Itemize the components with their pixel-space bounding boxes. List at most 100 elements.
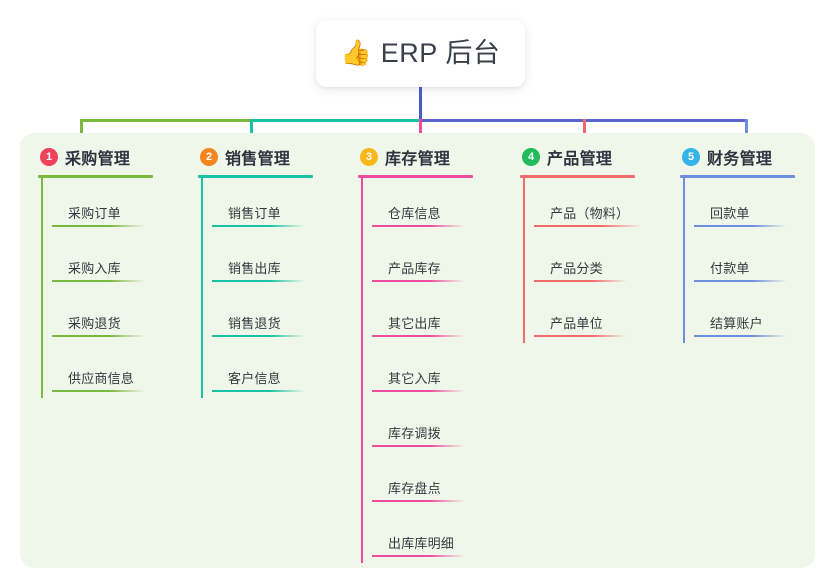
branch-item-label: 销售退货	[228, 316, 281, 331]
branch-item-rule	[372, 280, 465, 282]
root-node-card[interactable]: 👍 ERP 后台	[316, 20, 525, 87]
branch-title: 库存管理	[385, 151, 451, 168]
branch-item-rule	[694, 225, 787, 227]
branch-item-rule	[372, 390, 465, 392]
branch-item-label: 库存盘点	[388, 481, 441, 496]
branch-item[interactable]: 其它入库	[372, 343, 510, 398]
branch-item-label: 出库库明细	[388, 536, 455, 551]
branch-number-badge: 2	[200, 148, 218, 166]
branch-item-rule	[212, 280, 305, 282]
root-node-title: ERP 后台	[380, 38, 501, 68]
branch-item-rule	[372, 555, 465, 557]
branch-item[interactable]: 销售出库	[212, 233, 350, 288]
branch-item[interactable]: 仓库信息	[372, 178, 510, 233]
branch-item-label: 采购入库	[68, 261, 121, 276]
branch-item-rule	[52, 390, 145, 392]
branch-header-1[interactable]: 1 采购管理	[38, 145, 190, 169]
branch-item[interactable]: 供应商信息	[52, 343, 190, 398]
branch-item[interactable]: 其它出库	[372, 288, 510, 343]
branch-item[interactable]: 销售退货	[212, 288, 350, 343]
branch-item-rule	[372, 445, 465, 447]
branch-number-badge: 5	[682, 148, 700, 166]
branch-items: 回款单付款单结算账户	[680, 178, 832, 343]
branch-item-rule	[534, 225, 642, 227]
branch-item-rule	[212, 225, 305, 227]
branch-item-label: 销售订单	[228, 206, 281, 221]
branch-spine-line	[41, 178, 43, 398]
branch-header-5[interactable]: 5 财务管理	[680, 145, 832, 169]
branch-item[interactable]: 采购订单	[52, 178, 190, 233]
branch-item[interactable]: 结算账户	[694, 288, 832, 343]
branch-item-rule	[534, 335, 627, 337]
branch-column-5: 5 财务管理回款单付款单结算账户	[680, 145, 832, 343]
branch-title-rule	[198, 175, 313, 178]
branch-item-label: 其它入库	[388, 371, 441, 386]
branch-number-badge: 3	[360, 148, 378, 166]
branch-header-2[interactable]: 2 销售管理	[198, 145, 350, 169]
branch-item[interactable]: 回款单	[694, 178, 832, 233]
branch-title-rule	[680, 175, 795, 178]
branch-column-1: 1 采购管理采购订单采购入库采购退货供应商信息	[38, 145, 190, 398]
branch-item[interactable]: 库存调拨	[372, 398, 510, 453]
branch-item-label: 产品库存	[388, 261, 441, 276]
branch-item-label: 产品分类	[550, 261, 603, 276]
branch-number-badge: 1	[40, 148, 58, 166]
branch-item-label: 结算账户	[710, 316, 763, 331]
branch-item-label: 仓库信息	[388, 206, 441, 221]
diagram-panel	[20, 133, 815, 568]
branch-item-rule	[52, 335, 145, 337]
branch-spine-line	[201, 178, 203, 398]
branch-item-rule	[372, 225, 465, 227]
branch-item-label: 客户信息	[228, 371, 281, 386]
branch-item-label: 销售出库	[228, 261, 281, 276]
branch-item-label: 产品（物料）	[550, 206, 630, 221]
branch-title: 财务管理	[707, 151, 773, 168]
root-node-content: 👍 ERP 后台	[341, 40, 501, 67]
branch-spine-line	[683, 178, 685, 343]
branch-item[interactable]: 产品单位	[534, 288, 672, 343]
branch-item[interactable]: 产品（物料）	[534, 178, 672, 233]
branch-item-label: 采购订单	[68, 206, 121, 221]
branch-header-4[interactable]: 4 产品管理	[520, 145, 672, 169]
branch-spine-line	[523, 178, 525, 343]
branch-item[interactable]: 产品库存	[372, 233, 510, 288]
branch-title: 产品管理	[547, 151, 613, 168]
branch-item[interactable]: 采购入库	[52, 233, 190, 288]
branch-title: 销售管理	[225, 151, 291, 168]
branch-items: 仓库信息产品库存其它出库其它入库库存调拨库存盘点出库库明细	[358, 178, 510, 563]
branch-column-3: 3 库存管理仓库信息产品库存其它出库其它入库库存调拨库存盘点出库库明细	[358, 145, 510, 563]
branch-item-label: 付款单	[710, 261, 750, 276]
branch-header-3[interactable]: 3 库存管理	[358, 145, 510, 169]
branch-item-rule	[694, 280, 787, 282]
branch-item-label: 产品单位	[550, 316, 603, 331]
branch-items: 采购订单采购入库采购退货供应商信息	[38, 178, 190, 398]
branch-item-rule	[52, 225, 145, 227]
branch-item[interactable]: 采购退货	[52, 288, 190, 343]
branch-item[interactable]: 出库库明细	[372, 508, 510, 563]
branch-items: 产品（物料） 产品分类产品单位	[520, 178, 672, 343]
branch-item[interactable]: 销售订单	[212, 178, 350, 233]
branch-item-rule	[212, 335, 305, 337]
branch-item[interactable]: 付款单	[694, 233, 832, 288]
branch-item-label: 库存调拨	[388, 426, 441, 441]
branch-title: 采购管理	[65, 151, 131, 168]
branch-column-4: 4 产品管理产品（物料） 产品分类产品单位	[520, 145, 672, 343]
branch-item[interactable]: 产品分类	[534, 233, 672, 288]
branch-item-rule	[372, 335, 465, 337]
branch-number-badge: 4	[522, 148, 540, 166]
branch-item-rule	[372, 500, 465, 502]
branch-title-rule	[358, 175, 473, 178]
branch-spine-line	[361, 178, 363, 563]
branch-title-rule	[38, 175, 153, 178]
branch-item-label: 供应商信息	[68, 371, 135, 386]
branch-item-label: 回款单	[710, 206, 750, 221]
branch-item[interactable]: 库存盘点	[372, 453, 510, 508]
branch-column-2: 2 销售管理销售订单销售出库销售退货客户信息	[198, 145, 350, 398]
branch-item-label: 采购退货	[68, 316, 121, 331]
branch-item-rule	[534, 280, 627, 282]
branch-item-rule	[52, 280, 145, 282]
branch-title-rule	[520, 175, 635, 178]
branch-item[interactable]: 客户信息	[212, 343, 350, 398]
branch-item-rule	[212, 390, 305, 392]
